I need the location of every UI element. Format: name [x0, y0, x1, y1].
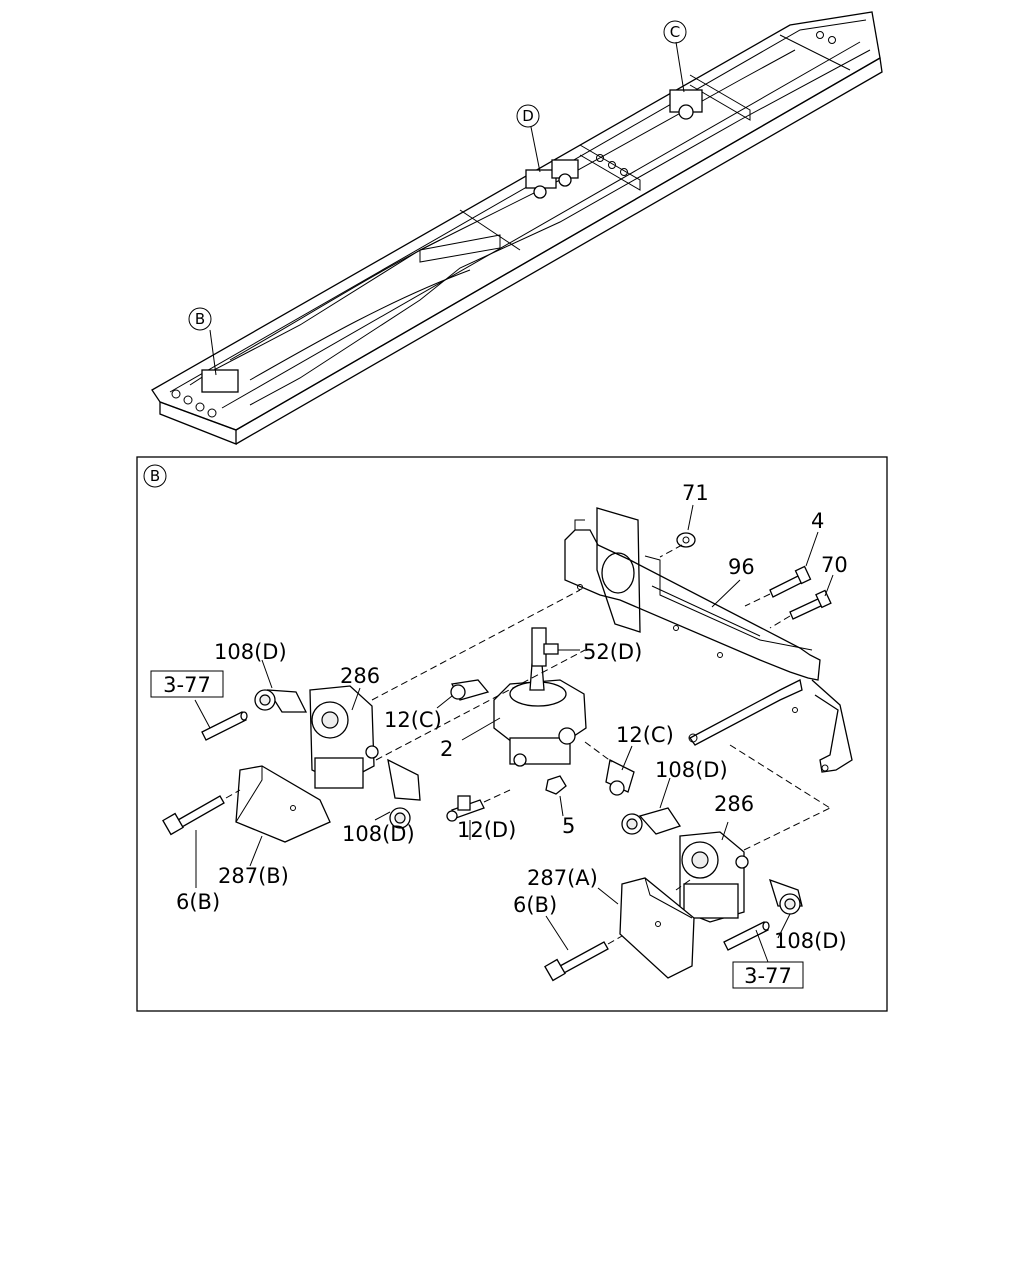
frame-holes [171, 31, 836, 418]
valve-286-left [309, 589, 586, 789]
svg-text:3-77: 3-77 [744, 964, 792, 988]
label-287a: 287(A) [527, 866, 598, 890]
label-108d-4: 108(D) [774, 929, 847, 953]
label-6b-1: 6(B) [176, 890, 220, 914]
ref-box-3-77-right: 3-77 [732, 961, 804, 989]
svg-text:B: B [150, 467, 160, 485]
bolt-6b-left [162, 789, 241, 888]
label-52d: 52(D) [583, 640, 642, 664]
label-286-2: 286 [714, 792, 754, 816]
callout-detail-b: B [143, 464, 167, 488]
mounting-bracket [564, 507, 853, 773]
label-12d: 12(D) [457, 818, 516, 842]
cover-287b [235, 765, 331, 867]
label-5: 5 [562, 814, 575, 838]
detail-b-frame [136, 456, 888, 1012]
svg-text:C: C [670, 23, 680, 41]
label-12c-1: 12(C) [384, 708, 442, 732]
label-108d-2: 108(D) [655, 758, 728, 782]
label-108d-3: 108(D) [342, 822, 415, 846]
svg-text:D: D [522, 107, 534, 125]
callout-top-c: C [663, 20, 687, 44]
nut-71 [659, 504, 696, 558]
callout-top-b: B [188, 307, 212, 331]
label-96: 96 [728, 555, 755, 579]
label-2: 2 [440, 737, 453, 761]
chassis-frame [151, 11, 883, 445]
valve-286-right [675, 744, 831, 923]
callout-top-d: D [516, 104, 540, 128]
bolt-70 [769, 574, 834, 629]
bolt-4 [744, 531, 819, 607]
svg-text:B: B [195, 310, 205, 328]
label-287b: 287(B) [218, 864, 289, 888]
elbow-108d-upper-left [254, 659, 308, 713]
cover-287a [597, 877, 695, 979]
nut-5 [545, 775, 567, 817]
bolt-6b-right [544, 915, 623, 982]
svg-text:3-77: 3-77 [163, 673, 211, 697]
fitting-52d [531, 627, 580, 667]
elbow-12c-right [584, 741, 635, 796]
label-286-1: 286 [340, 664, 380, 688]
label-12c-2: 12(C) [616, 723, 674, 747]
label-70: 70 [821, 553, 848, 577]
tee-12d [446, 789, 511, 840]
label-108d-1: 108(D) [214, 640, 287, 664]
elbow-12c-left [436, 679, 490, 709]
elbow-108d-lower-left [374, 758, 421, 829]
ref-box-3-77-left: 3-77 [150, 670, 224, 698]
label-4: 4 [811, 509, 824, 533]
pipe-3-77-left [194, 699, 248, 741]
label-71: 71 [682, 481, 709, 505]
relay-valve-2 [461, 663, 587, 767]
label-6b-2: 6(B) [513, 893, 557, 917]
elbow-108d-lower-right [768, 878, 803, 939]
elbow-108d-upper-right [621, 777, 682, 835]
pipe-3-77-right [723, 921, 770, 963]
